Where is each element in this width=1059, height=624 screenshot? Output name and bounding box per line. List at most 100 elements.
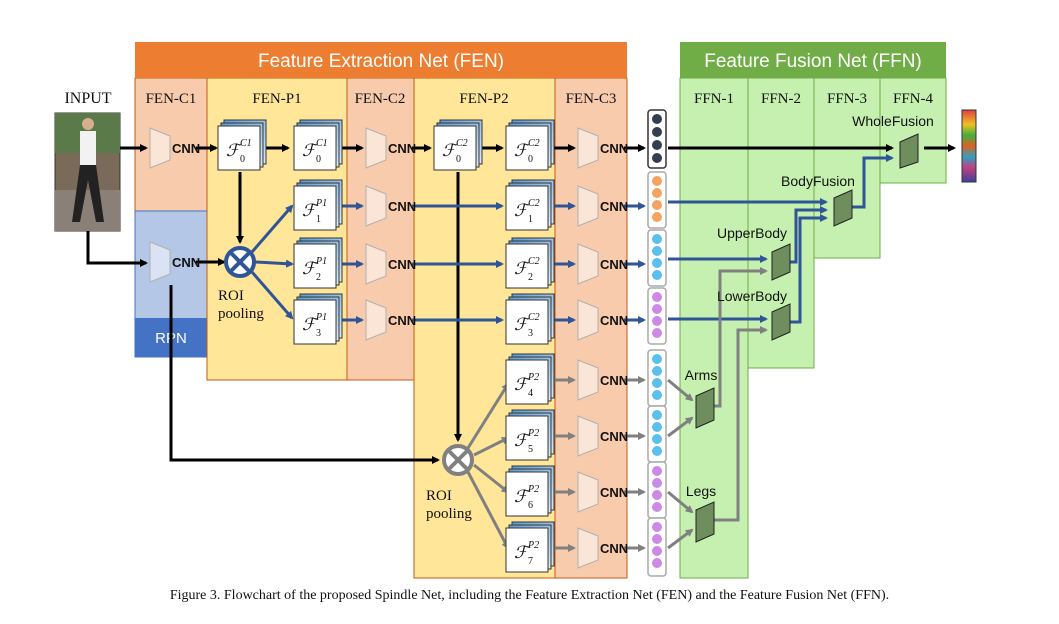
svg-text:C2: C2: [528, 198, 540, 209]
svg-text:2: 2: [316, 272, 321, 283]
svg-text:ℱ: ℱ: [226, 141, 243, 160]
cnn-block: CNN: [365, 299, 416, 341]
input-image: [54, 112, 121, 232]
svg-text:CNN: CNN: [388, 257, 416, 272]
cnn-block: CNN: [577, 415, 628, 457]
fen-header: [135, 42, 627, 78]
cnn-block: CNN: [577, 185, 628, 227]
svg-text:ℱ: ℱ: [514, 431, 531, 450]
feature-vector: [647, 229, 667, 287]
svg-text:3: 3: [528, 328, 533, 339]
svg-text:ℱ: ℱ: [514, 543, 531, 562]
svg-text:P2: P2: [527, 484, 539, 495]
svg-text:C1: C1: [240, 138, 252, 149]
svg-text:3: 3: [316, 328, 321, 339]
cnn-block: CNN: [577, 299, 628, 341]
svg-text:CNN: CNN: [600, 485, 628, 500]
ffn-2-label: FFN-2: [761, 91, 801, 107]
feature-maps: ℱ 0 C1 ℱ 1 P1 ℱ 2 P1 ℱ 3 P1: [217, 119, 555, 573]
svg-text:CNN: CNN: [388, 313, 416, 328]
input-label: INPUT: [64, 90, 111, 107]
feature-map: ℱ 0 C1: [217, 119, 267, 171]
feature-map: ℱ 3 C2: [505, 293, 555, 345]
svg-text:6: 6: [528, 500, 533, 511]
svg-text:C2: C2: [528, 138, 540, 149]
svg-text:P1: P1: [315, 312, 327, 323]
feature-map: ℱ 1 P1: [293, 179, 343, 231]
cnn-block: CNN: [577, 243, 628, 285]
connections: [86, 144, 956, 552]
cnn-block: CNN: [149, 127, 200, 169]
fen-c3-label: FEN-C3: [566, 91, 617, 107]
svg-text:ℱ: ℱ: [442, 141, 459, 160]
cnn-block: CNN: [365, 243, 416, 285]
fusion-node-upper: [771, 243, 791, 281]
svg-text:2: 2: [528, 272, 533, 283]
svg-text:ℱ: ℱ: [514, 315, 531, 334]
cnn-block: CNN: [149, 241, 200, 283]
svg-text:ℱ: ℱ: [514, 375, 531, 394]
ffn-1-label: FFN-1: [694, 91, 734, 107]
svg-text:CNN: CNN: [600, 541, 628, 556]
fen-title: Feature Extraction Net (FEN): [258, 51, 504, 72]
feature-vector: [647, 405, 667, 463]
svg-text:0: 0: [456, 154, 461, 165]
fen-c2-label: FEN-C2: [355, 91, 406, 107]
feature-vector: [647, 517, 667, 577]
svg-text:ℱ: ℱ: [514, 259, 531, 278]
ffn-3-label: FFN-3: [827, 91, 867, 107]
lower-body-label: LowerBody: [717, 288, 787, 304]
svg-text:ℱ: ℱ: [302, 259, 319, 278]
ffn-3-column: [813, 77, 881, 259]
svg-text:CNN: CNN: [172, 141, 200, 156]
svg-text:7: 7: [528, 556, 533, 567]
ffn-header: [680, 42, 946, 78]
svg-text:CNN: CNN: [388, 141, 416, 156]
feature-map: ℱ 1 C2: [505, 179, 555, 231]
svg-text:P2: P2: [527, 540, 539, 551]
ffn-title: Feature Fusion Net (FFN): [704, 51, 922, 72]
fen-p1-label: FEN-P1: [252, 91, 301, 107]
svg-text:1: 1: [528, 214, 533, 225]
svg-text:C2: C2: [528, 312, 540, 323]
cnn-block: CNN: [577, 471, 628, 513]
figure-caption: Figure 3. Flowchart of the proposed Spin…: [169, 588, 890, 603]
svg-text:0: 0: [528, 154, 533, 165]
svg-text:CNN: CNN: [600, 199, 628, 214]
ffn-4-column: [879, 77, 947, 184]
upper-body-label: UpperBody: [717, 225, 787, 241]
svg-text:ℱ: ℱ: [514, 201, 531, 220]
svg-text:5: 5: [528, 444, 533, 455]
svg-text:CNN: CNN: [600, 313, 628, 328]
feature-map: ℱ 7 P2: [505, 521, 555, 573]
cnn-block: CNN: [365, 185, 416, 227]
feature-vector: [647, 461, 667, 519]
output-feature-bar: [961, 109, 977, 183]
feature-map: ℱ 2 P1: [293, 237, 343, 289]
roi-pooling-node: [442, 444, 474, 476]
svg-text:P2: P2: [527, 428, 539, 439]
roi-pooling-label: pooling: [426, 506, 472, 522]
svg-text:CNN: CNN: [600, 429, 628, 444]
cnn-block: CNN: [577, 527, 628, 569]
fusion-node-lower: [771, 303, 791, 341]
svg-text:P2: P2: [527, 372, 539, 383]
feature-map: ℱ 5 P2: [505, 409, 555, 461]
cnn-block: CNN: [577, 359, 628, 401]
svg-text:C2: C2: [528, 256, 540, 267]
svg-text:ℱ: ℱ: [302, 315, 319, 334]
roi-pooling-node: [224, 246, 256, 278]
cnn-block: CNN: [365, 127, 416, 169]
feature-vector: [647, 287, 667, 345]
feature-map: ℱ 0 C2: [505, 119, 555, 171]
spindle-net-diagram: Feature Extraction Net (FEN) Feature Fus…: [54, 42, 977, 579]
cnn-blocks: CNN CNN CNN CNN CNN CNN CNN CNN: [149, 127, 628, 569]
fen-p2-label: FEN-P2: [459, 91, 508, 107]
svg-text:0: 0: [316, 154, 321, 165]
svg-text:C1: C1: [316, 138, 328, 149]
fusion-node-body: [833, 189, 853, 227]
legs-label: Legs: [686, 483, 716, 499]
cnn-block: CNN: [577, 127, 628, 169]
feature-map: ℱ 6 P2: [505, 465, 555, 517]
svg-text:CNN: CNN: [172, 255, 200, 270]
